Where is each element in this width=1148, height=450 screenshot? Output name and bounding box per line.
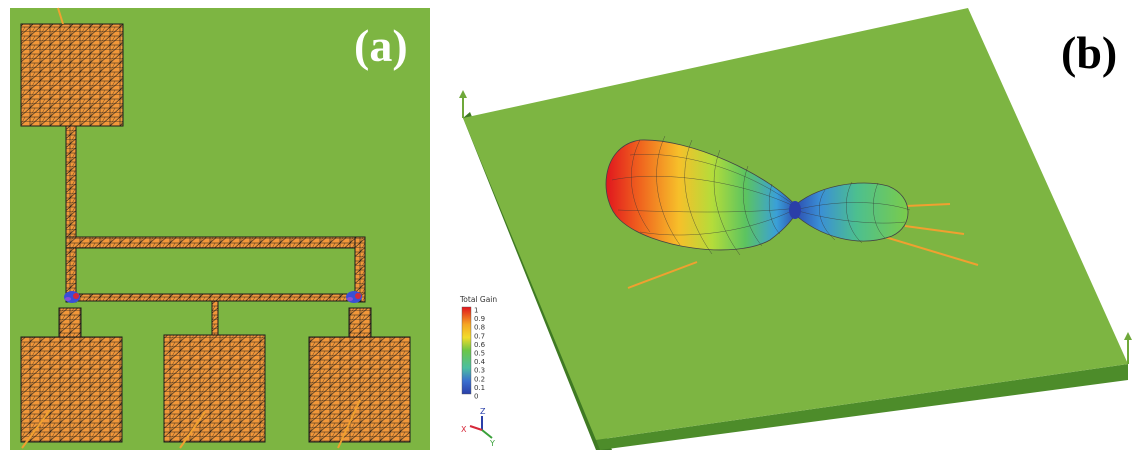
- legend-tick-label: 0.1: [474, 384, 485, 392]
- bottom-right-patch: [308, 336, 411, 443]
- radiation-ray-right-2: [904, 225, 965, 235]
- axis-triad: Z X Y: [461, 407, 495, 448]
- panel-b-label: (b): [1061, 27, 1117, 78]
- panel-a: (a): [10, 7, 430, 450]
- center-stub: [211, 300, 219, 336]
- radiation-ray-right-1: [905, 203, 951, 207]
- bottom-left-ray: [21, 409, 51, 449]
- legend-tick-label: 0.6: [474, 341, 486, 349]
- axis-label-y: Y: [489, 439, 495, 448]
- corner-arrow-right: [1124, 332, 1132, 364]
- axis-label-x: X: [461, 425, 467, 434]
- lower-horizontal-feed: [75, 293, 362, 302]
- legend-tick-label: 0.3: [474, 367, 485, 375]
- radiation-ray-right-3: [884, 236, 979, 266]
- left-feed-port: [64, 291, 80, 303]
- bottom-center-ray: [179, 411, 206, 449]
- slab-right-side: [596, 364, 1128, 450]
- gain-legend: Total Gain 10.90.80.70.60.50.40.30.20.10: [459, 295, 497, 401]
- left-connector-pad: [58, 307, 82, 338]
- top-patch-ray: [57, 7, 64, 25]
- bottom-right-ray: [337, 399, 361, 449]
- legend-colorbar: [461, 306, 472, 395]
- panel-b: Total Gain 10.90.80.70.60.50.40.30.20.10…: [459, 8, 1132, 450]
- lobe-junction: [789, 201, 801, 219]
- legend-tick-labels: 10.90.80.70.60.50.40.30.20.10: [474, 307, 486, 401]
- legend-tick-label: 0: [474, 393, 478, 401]
- back-lobe: [791, 181, 911, 244]
- right-connector-pad: [348, 307, 372, 338]
- legend-title: Total Gain: [459, 295, 497, 304]
- slab-top-surface: [463, 8, 1128, 440]
- top-patch: [20, 23, 124, 127]
- axis-label-z: Z: [480, 407, 486, 416]
- vertical-feed-line: [65, 125, 77, 303]
- main-lobe: [605, 135, 799, 256]
- legend-tick-label: 0.2: [474, 375, 485, 383]
- bottom-center-patch: [163, 334, 266, 443]
- legend-tick-label: 0.5: [474, 350, 485, 358]
- right-vertical-feed: [354, 236, 366, 303]
- radiation-ray-left: [627, 261, 698, 289]
- upper-horizontal-feed: [65, 236, 366, 249]
- panel-a-label: (a): [354, 20, 408, 71]
- legend-tick-label: 0.9: [474, 315, 485, 323]
- legend-tick-label: 0.8: [474, 324, 485, 332]
- legend-tick-label: 1: [474, 307, 478, 315]
- bottom-left-patch: [20, 336, 123, 443]
- right-feed-port: [346, 291, 362, 303]
- corner-arrow-left: [459, 90, 467, 118]
- legend-tick-label: 0.7: [474, 332, 485, 340]
- legend-tick-label: 0.4: [474, 358, 486, 366]
